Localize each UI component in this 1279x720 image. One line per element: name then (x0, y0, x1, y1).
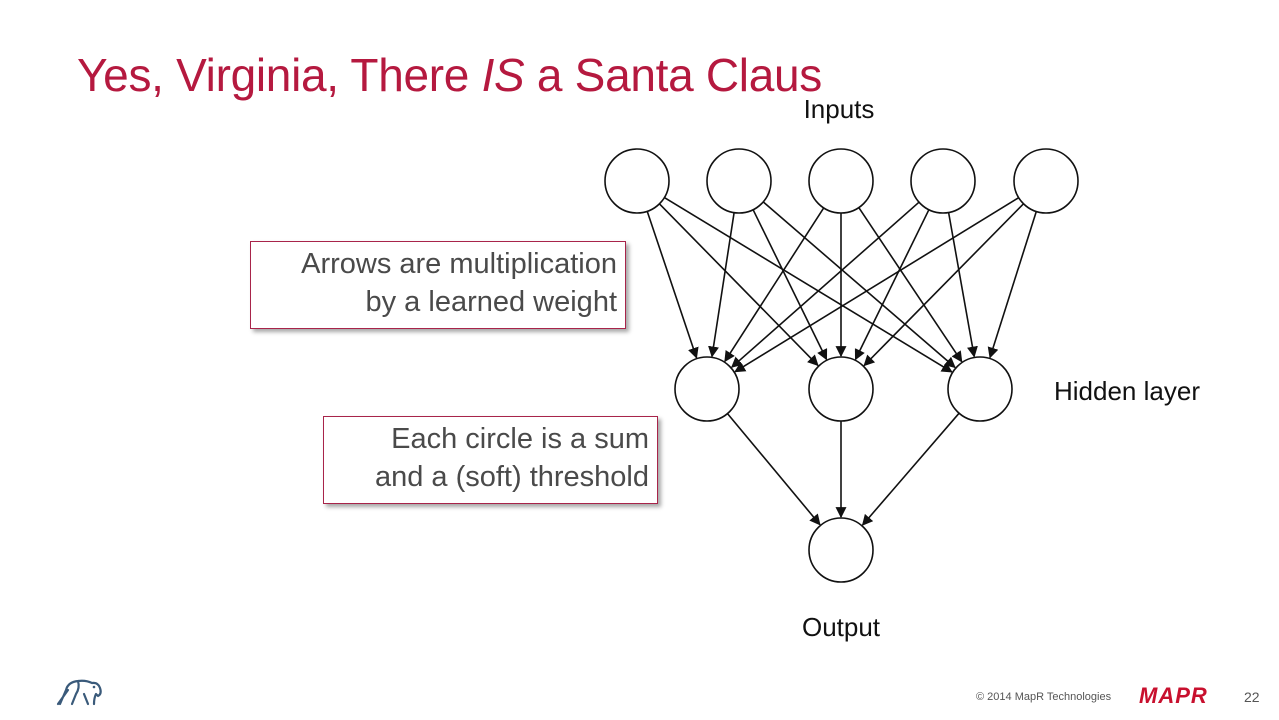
hidden-node (674, 356, 740, 422)
callout-line: Each circle is a sum (391, 423, 649, 455)
weight-arrow (762, 201, 956, 369)
weight-arrows (646, 196, 1038, 526)
weight-arrow (752, 209, 828, 361)
weight-arrow (646, 211, 699, 359)
arrows-callout: Arrows are multiplication by a learned w… (250, 241, 626, 329)
weight-arrow (726, 413, 821, 526)
weight-arrow (947, 212, 978, 358)
circles-callout: Each circle is a sum and a (soft) thresh… (323, 416, 658, 504)
callout-line: by a learned weight (365, 286, 618, 318)
page-number: 22 (1244, 689, 1260, 705)
input-node (1013, 148, 1079, 214)
weight-arrow (658, 203, 819, 367)
callout-line: and a (soft) threshold (374, 461, 649, 493)
weight-arrow (854, 209, 930, 361)
output-node (808, 517, 874, 583)
hidden-node (808, 356, 874, 422)
weight-arrow (708, 212, 735, 358)
weight-arrow (858, 207, 963, 363)
inputs-label: Inputs (804, 94, 875, 124)
input-node (808, 148, 874, 214)
hidden-layer-label: Hidden layer (1054, 376, 1200, 406)
callout-line: Arrows are multiplication (301, 248, 617, 280)
input-node (706, 148, 772, 214)
brand-logo: MAPR (1139, 683, 1208, 708)
weight-arrow (863, 203, 1025, 367)
input-node (910, 148, 976, 214)
hidden-node (947, 356, 1013, 422)
slide-title: Yes, Virginia, There IS a Santa Claus (77, 49, 822, 101)
neuron-nodes (604, 148, 1079, 583)
weight-arrow (734, 197, 1020, 373)
weight-arrow (663, 196, 953, 373)
input-node (604, 148, 670, 214)
output-label: Output (802, 612, 881, 642)
weight-arrow (861, 412, 960, 526)
weight-arrow (987, 211, 1038, 359)
weight-arrow (724, 207, 825, 363)
elephant-logo-icon (56, 679, 102, 706)
copyright-text: © 2014 MapR Technologies (976, 691, 1112, 703)
weight-arrow (730, 201, 920, 368)
